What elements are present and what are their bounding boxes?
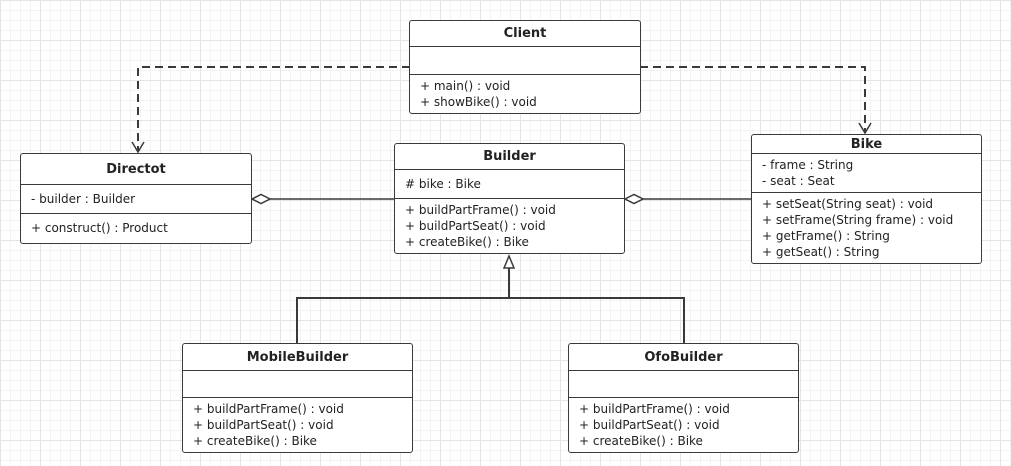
class-attributes [410,47,640,75]
class-mobile-builder[interactable]: MobileBuilder + buildPartFrame() : void … [182,343,413,453]
generalization-triangle [502,254,516,269]
operation: + createBike() : Bike [193,434,317,448]
operation: + buildPartSeat() : void [405,219,546,233]
operation: + setFrame(String frame) : void [762,213,954,227]
operation: + setSeat(String seat) : void [762,197,934,211]
class-directot[interactable]: Directot - builder : Builder + construct… [20,153,252,244]
operation: + getFrame() : String [762,229,890,243]
operation: + construct() : Product [31,221,168,235]
dependency-client-directot [131,66,410,154]
class-name: MobileBuilder [183,344,412,372]
attribute: - seat : Seat [762,174,835,188]
class-client[interactable]: Client + main() : void + showBike() : vo… [409,20,641,114]
generalization-ofo-builder [509,297,685,343]
operation: + showBike() : void [420,95,537,109]
operation: + createBike() : Bike [405,235,529,249]
class-operations: + setSeat(String seat) : void + setFrame… [752,193,981,263]
operation: + main() : void [420,79,511,93]
class-name: Builder [395,144,624,170]
operation: + buildPartFrame() : void [405,203,556,217]
class-name: OfoBuilder [569,344,798,372]
attribute: - builder : Builder [31,192,136,206]
operation: + buildPartFrame() : void [579,402,730,416]
class-ofo-builder[interactable]: OfoBuilder + buildPartFrame() : void + b… [568,343,799,453]
aggregation-diamond-builder [623,193,645,205]
class-name: Directot [21,154,251,185]
class-attributes [183,371,412,398]
class-name: Bike [752,135,981,154]
generalization-mobile-builder [296,297,509,343]
class-name: Client [410,21,640,47]
class-bike[interactable]: Bike - frame : String - seat : Seat + se… [751,134,982,264]
class-attributes [569,371,798,398]
aggregation-diamond-directot [250,193,272,205]
operation: + buildPartSeat() : void [579,418,720,432]
class-operations: + buildPartFrame() : void + buildPartSea… [569,398,798,452]
operation: + buildPartSeat() : void [193,418,334,432]
operation: + getSeat() : String [762,245,880,259]
class-operations: + buildPartFrame() : void + buildPartSea… [183,398,412,452]
class-operations: + buildPartFrame() : void + buildPartSea… [395,199,624,253]
operation: + createBike() : Bike [579,434,703,448]
class-attributes: - builder : Builder [21,185,251,214]
class-builder[interactable]: Builder # bike : Bike + buildPartFrame()… [394,143,625,254]
attribute: - frame : String [762,158,854,172]
class-attributes: # bike : Bike [395,170,624,199]
attribute: # bike : Bike [405,177,481,191]
operation: + buildPartFrame() : void [193,402,344,416]
class-operations: + construct() : Product [21,214,251,239]
class-operations: + main() : void + showBike() : void [410,75,640,113]
class-attributes: - frame : String - seat : Seat [752,154,981,193]
dependency-client-bike [640,66,872,135]
